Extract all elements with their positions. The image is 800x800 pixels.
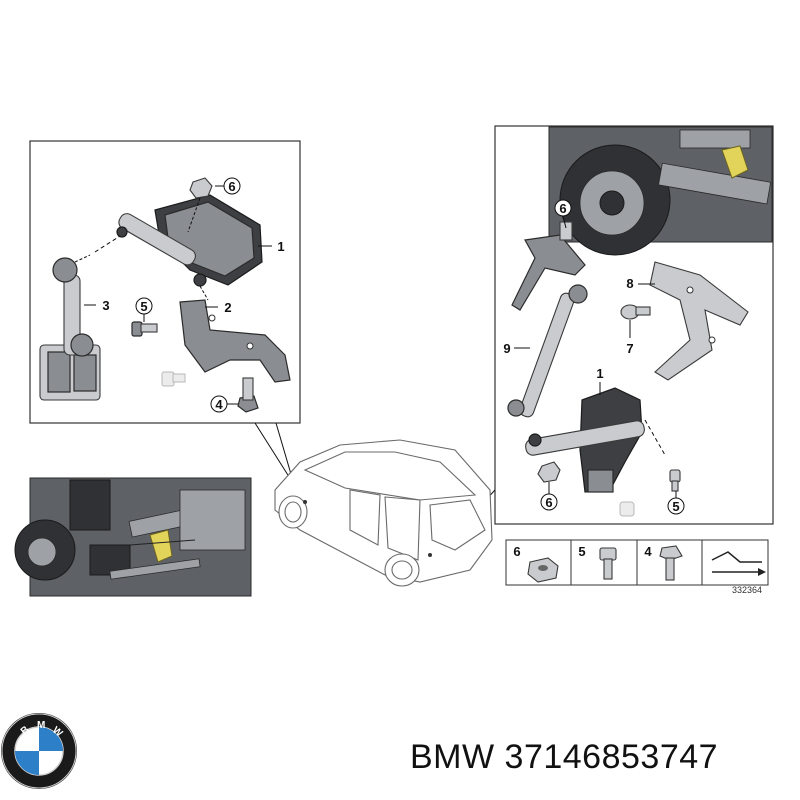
- part-5-screw: [131, 321, 158, 337]
- part-6-nut: [187, 177, 213, 233]
- callout-6-bottom: 6: [545, 495, 552, 510]
- part-8-bracket: [649, 261, 749, 381]
- part-1-sensor: [94, 194, 263, 301]
- fastener-legend: 6 5 4: [505, 539, 769, 586]
- caption-brand: BMW: [410, 738, 495, 776]
- part-4-bolt: [237, 377, 259, 413]
- callout-7: 7: [626, 341, 633, 356]
- left-callouts: 6 1 3 5 2 4: [84, 177, 285, 413]
- part-5-screw-right: [669, 469, 681, 492]
- torque-arrow-icon: [711, 551, 766, 576]
- callout-2: 2: [224, 300, 231, 315]
- callout-8: 8: [626, 276, 633, 291]
- part-9-link-rod: [507, 221, 588, 418]
- right-detail-panel: 6 8 7 9 1 6 5: [494, 125, 774, 525]
- ghost-screw: [161, 371, 186, 387]
- callout-5: 5: [140, 299, 147, 314]
- callout-6-top: 6: [559, 201, 566, 216]
- svg-text:M: M: [37, 720, 45, 731]
- hex-bolt-icon: [659, 545, 683, 581]
- right-callouts: 6 8 7 9 1 6 5: [503, 199, 685, 515]
- callout-1: 1: [277, 239, 284, 254]
- legend-num-5: 5: [578, 544, 585, 559]
- part-caption: BMW 37146853747: [410, 738, 718, 777]
- hex-nut-icon: [527, 557, 559, 583]
- part-6-nut-right: [537, 461, 561, 483]
- bmw-logo: B M W: [1, 713, 77, 789]
- diagram-number: 332364: [732, 585, 762, 595]
- callout-6: 6: [228, 179, 235, 194]
- callout-4: 4: [215, 397, 223, 412]
- callout-3: 3: [102, 298, 109, 313]
- callout-5-right: 5: [672, 499, 679, 514]
- part-2-bracket: [179, 299, 291, 383]
- wheel-hub-photo: [548, 126, 773, 256]
- car-outline: [274, 439, 493, 587]
- suspension-photo: [14, 477, 252, 597]
- callout-1-right: 1: [596, 366, 603, 381]
- left-detail-panel: 6 1 3 5 2 4: [29, 140, 301, 424]
- ghost-screw-right: [619, 501, 635, 517]
- caption-part-number: 37146853747: [504, 738, 719, 776]
- part-1-sensor-right: [525, 387, 666, 493]
- socket-screw-icon: [599, 547, 617, 580]
- legend-num-4: 4: [644, 544, 652, 559]
- part-3-link-rod: [39, 254, 101, 401]
- part-7-screw: [620, 304, 651, 320]
- callout-9: 9: [503, 341, 510, 356]
- legend-num-6: 6: [513, 544, 520, 559]
